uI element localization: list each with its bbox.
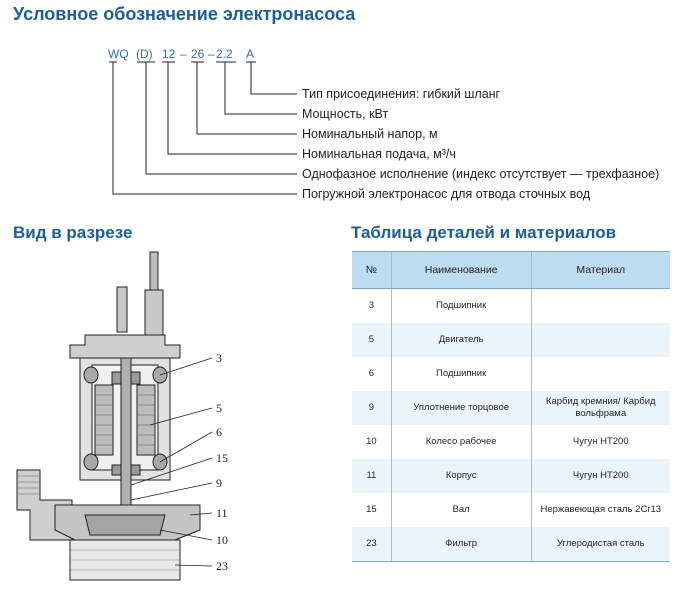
section-title: Вид в разрезе xyxy=(13,223,133,242)
code-desc-pump-type: Погружной электронасос для отвода сточны… xyxy=(302,187,591,201)
code-part-power: 2.2 xyxy=(216,47,233,61)
code-desc-connection: Тип присоединения: гибкий шланг xyxy=(302,87,501,101)
callout-9: 9 xyxy=(216,476,222,490)
code-part-dash1: – xyxy=(180,47,187,61)
col-header-name: Наименование xyxy=(390,251,532,289)
row-name: Колесо рабочее xyxy=(390,425,532,459)
row-number: 15 xyxy=(366,504,377,515)
row-material: Карбид кремния/ Карбид вольфрама xyxy=(530,391,670,425)
row-material: Чугун НТ200 xyxy=(530,459,670,493)
table-row: 6 Подшипник xyxy=(352,357,670,391)
callout-23: 23 xyxy=(216,559,228,573)
parts-table: № Наименование Материал 3 Подшипник 5 Дв… xyxy=(352,251,670,562)
row-material xyxy=(530,288,670,323)
code-desc-head: Номинальный напор, м xyxy=(302,127,438,141)
table-row: 23 Фильтр Углеродистая сталь xyxy=(352,527,670,562)
row-name: Уплотнение торцовое xyxy=(390,391,532,425)
table-header-row: № Наименование Материал xyxy=(352,251,670,289)
callout-15: 15 xyxy=(216,451,228,465)
code-part-flow: 12 xyxy=(162,47,176,61)
row-number: 3 xyxy=(368,300,375,311)
row-number: 9 xyxy=(352,391,392,425)
row-name: Подшипник xyxy=(390,288,532,323)
pump-cross-section: 3 5 6 15 9 11 10 23 xyxy=(16,251,228,581)
code-part-wq: WQ xyxy=(108,47,129,61)
row-name: Фильтр xyxy=(390,527,532,562)
code-part-head: 26 xyxy=(191,47,205,61)
row-number: 6 xyxy=(368,368,375,379)
callout-5: 5 xyxy=(216,401,222,415)
row-number: 23 xyxy=(352,527,392,562)
row-name: Вал xyxy=(390,493,532,527)
row-material xyxy=(530,323,670,357)
row-number: 10 xyxy=(366,436,377,447)
code-part-d: (D) xyxy=(136,47,153,61)
row-name: Подшипник xyxy=(390,357,532,391)
row-number: 11 xyxy=(352,459,392,493)
code-leader-lines xyxy=(109,61,297,195)
callout-6: 6 xyxy=(216,425,222,439)
table-row: 5 Двигатель xyxy=(352,323,670,357)
row-name: Двигатель xyxy=(390,323,532,357)
code-desc-power: Мощность, кВт xyxy=(302,107,389,121)
callout-3: 3 xyxy=(216,351,222,365)
code-desc-flow: Номинальная подача, м³/ч xyxy=(302,147,456,161)
table-row: 3 Подшипник xyxy=(352,288,670,323)
col-header-number: № xyxy=(352,251,392,289)
row-name: Корпус xyxy=(390,459,532,493)
code-part-dash2: – xyxy=(208,47,215,61)
row-number: 5 xyxy=(352,323,392,357)
table-row: 10 Колесо рабочее Чугун НТ200 xyxy=(352,425,670,459)
callout-10: 10 xyxy=(216,533,228,547)
table-title: Таблица деталей и материалов xyxy=(351,223,617,242)
row-material: Нержавеющая сталь 2Cr13 xyxy=(530,493,670,527)
page-title: Условное обозначение электронасоса xyxy=(13,4,356,24)
callout-11: 11 xyxy=(216,506,228,520)
row-material: Углеродистая сталь xyxy=(530,527,670,562)
table-row: 9 Уплотнение торцовое Карбид кремния/ Ка… xyxy=(352,391,670,425)
model-code-diagram: WQ (D) 12 – 26 – 2.2 A xyxy=(108,47,297,195)
row-material xyxy=(530,357,670,391)
code-desc-single-phase: Однофазное исполнение (индекс отсутствуе… xyxy=(302,167,660,181)
table-row: 15 Вал Нержавеющая сталь 2Cr13 xyxy=(352,493,670,527)
code-part-connection: A xyxy=(246,47,254,61)
row-material: Чугун НТ200 xyxy=(530,425,670,459)
col-header-material: Материал xyxy=(530,251,670,289)
table-row: 11 Корпус Чугун НТ200 xyxy=(352,459,670,493)
